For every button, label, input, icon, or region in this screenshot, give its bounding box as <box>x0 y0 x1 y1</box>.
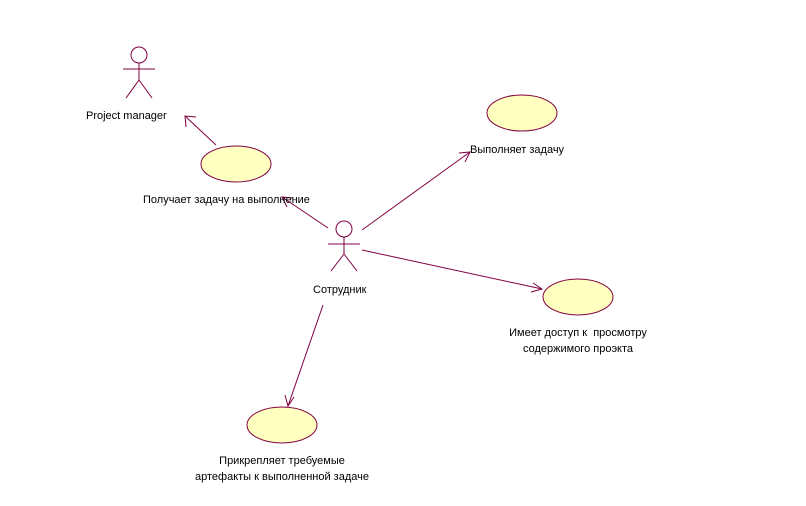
use-case-receives-task-ellipse[interactable] <box>200 145 272 183</box>
actor-project-manager-figure[interactable] <box>123 46 155 99</box>
use-case-attaches-artifacts-label: Прикрепляет требуемые артефакты к выполн… <box>174 453 390 485</box>
use-case-receives-task-label: Получает задачу на выполнение <box>143 194 310 206</box>
association-employee-to-receives[interactable] <box>281 196 329 229</box>
use-case-has-access-line2: содержимого проэкта <box>522 343 634 355</box>
use-case-performs-task-ellipse[interactable] <box>486 94 558 132</box>
use-case-has-access-line1: Имеет доступ к просмотру <box>509 327 647 339</box>
use-case-performs-task-label: Выполняет задачу <box>470 144 565 156</box>
use-case-attaches-artifacts-line1: Прикрепляет требуемые <box>219 455 345 467</box>
use-case-has-access-label: Имеет доступ к просмотру содержимого про… <box>488 325 668 357</box>
association-receives-to-manager[interactable] <box>184 115 217 146</box>
association-employee-to-has-access[interactable] <box>361 249 544 293</box>
use-case-attaches-artifacts-ellipse[interactable] <box>246 406 318 444</box>
actor-employee-figure[interactable] <box>328 220 360 272</box>
actor-employee-label: Сотрудник <box>313 284 367 296</box>
association-employee-to-performs[interactable] <box>361 151 471 231</box>
use-case-attaches-artifacts-line2: артефакты к выполненной задаче <box>195 471 369 483</box>
actor-project-manager-label: Project manager <box>86 110 167 122</box>
association-employee-to-attaches[interactable] <box>284 304 324 408</box>
use-case-has-access-ellipse[interactable] <box>542 278 614 316</box>
